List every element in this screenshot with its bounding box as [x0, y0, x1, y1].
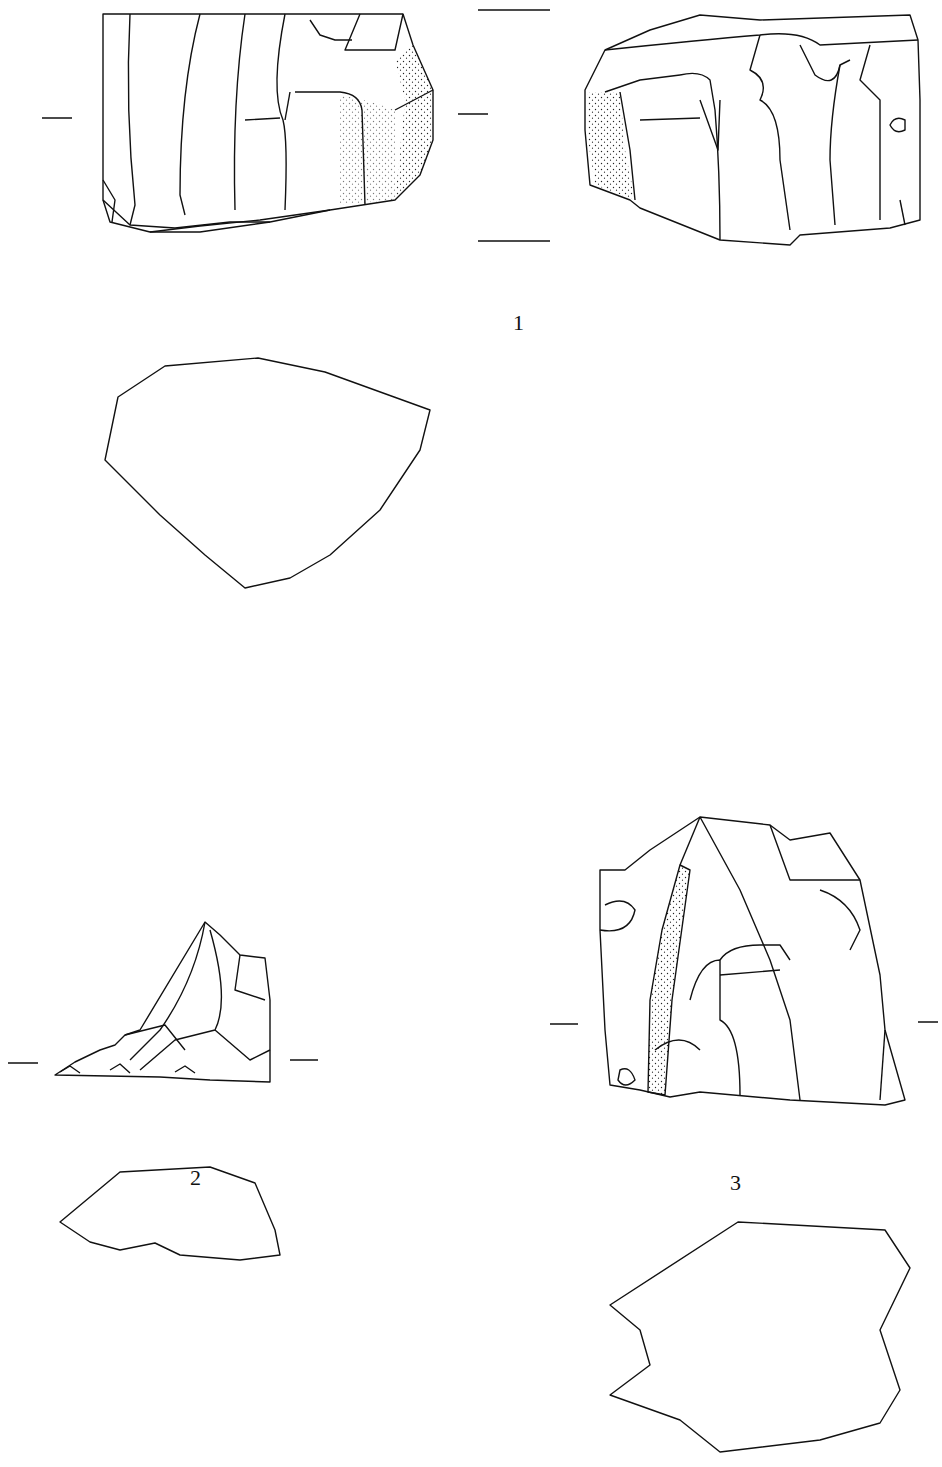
- cross-section: [60, 1167, 280, 1260]
- core-view-right: [585, 15, 920, 245]
- figure-number: 3: [730, 1172, 741, 1194]
- orientation-tick: [8, 10, 938, 1063]
- flake-view: [55, 922, 270, 1082]
- figure-number: 2: [190, 1167, 201, 1189]
- cross-section: [610, 1222, 910, 1452]
- cross-section: [105, 358, 430, 588]
- flake-view: [600, 817, 905, 1105]
- core-view-left: [103, 14, 433, 232]
- figure-number: 1: [513, 312, 524, 334]
